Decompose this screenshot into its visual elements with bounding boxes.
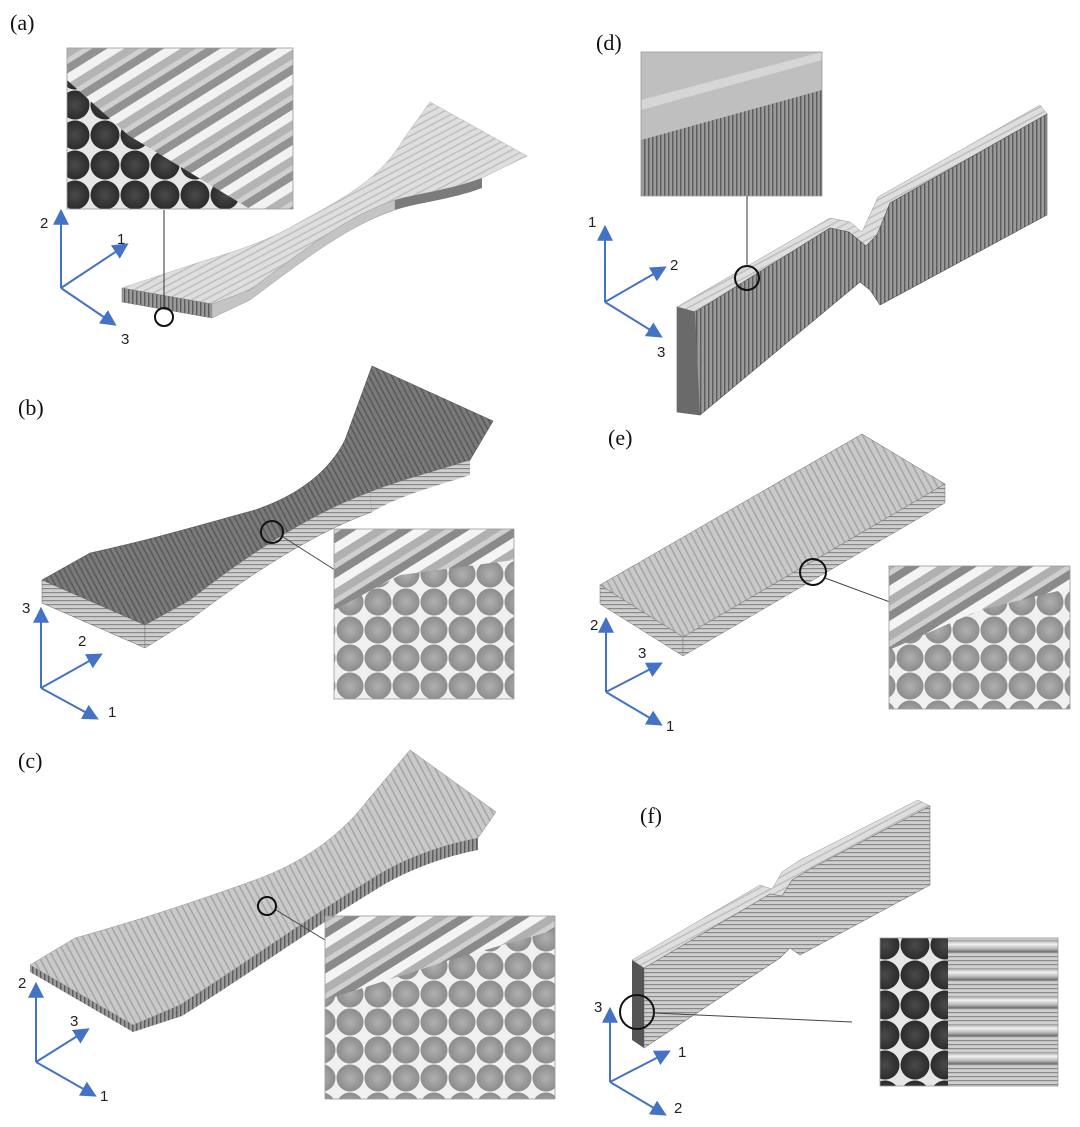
specimen-f-front [643, 805, 931, 1049]
panel-e: 2 3 1 [590, 433, 1071, 735]
axis-triad-c: 2 3 1 [18, 975, 108, 1105]
panel-a: 2 1 3 [40, 47, 528, 348]
axis-label-b-down: 1 [108, 704, 116, 721]
axis-label-f-down: 2 [674, 1100, 682, 1117]
axis-label-d-vertical: 1 [588, 214, 596, 231]
zoom-marker-c [257, 896, 277, 916]
axis-triad-e: 2 3 1 [590, 616, 674, 735]
axis-label-c-down: 1 [100, 1088, 108, 1105]
specimen-c-side [30, 965, 133, 1032]
axis-triad-b: 3 2 1 [22, 600, 116, 721]
inset-f [879, 937, 1059, 1087]
axis-label-e-down: 1 [666, 718, 674, 735]
axis-label-e-vertical: 2 [590, 617, 598, 634]
axis-triad-a: 2 1 3 [40, 208, 129, 348]
panel-label-b: (b) [18, 395, 44, 420]
axis-label-a-vertical: 2 [40, 215, 48, 232]
panel-label-e: (e) [608, 425, 633, 450]
zoom-marker-a [154, 307, 174, 327]
panel-label-f: (f) [640, 803, 662, 828]
axis-label-f-vertical: 3 [594, 999, 602, 1016]
axis-label-f-right: 1 [678, 1044, 686, 1061]
axis-triad-d: 1 2 3 [588, 214, 678, 361]
panel-label-d: (d) [596, 30, 622, 55]
zoom-marker-b [260, 520, 284, 544]
axis-label-b-vertical: 3 [22, 600, 30, 617]
panel-d: 1 2 3 [588, 51, 1048, 416]
axis-label-a-down: 3 [121, 331, 129, 348]
zoom-marker-e [799, 558, 827, 586]
panel-c: 2 3 1 [18, 749, 556, 1105]
axis-label-d-right: 2 [670, 257, 678, 274]
axis-label-e-right: 3 [638, 645, 646, 662]
axis-triad-f: 3 1 2 [594, 999, 686, 1117]
specimen-f-end [632, 960, 644, 1048]
panel-b: 3 2 1 [22, 365, 515, 721]
axis-label-c-vertical: 2 [18, 975, 26, 992]
inset-c [324, 915, 556, 1100]
inset-e [888, 565, 1071, 710]
panel-label-a: (a) [10, 10, 35, 35]
inset-a [66, 47, 294, 210]
inset-d [640, 51, 823, 197]
panel-label-c: (c) [18, 748, 43, 773]
panel-f: 3 1 2 [594, 799, 1059, 1117]
axis-label-c-right: 3 [70, 1013, 78, 1030]
inset-b [333, 528, 515, 700]
zoom-marker-f [619, 994, 655, 1030]
axis-label-b-right: 2 [78, 633, 86, 650]
axis-label-a-right: 1 [117, 231, 125, 248]
axis-label-d-down: 3 [657, 344, 665, 361]
specimen-d-front [676, 113, 1048, 416]
